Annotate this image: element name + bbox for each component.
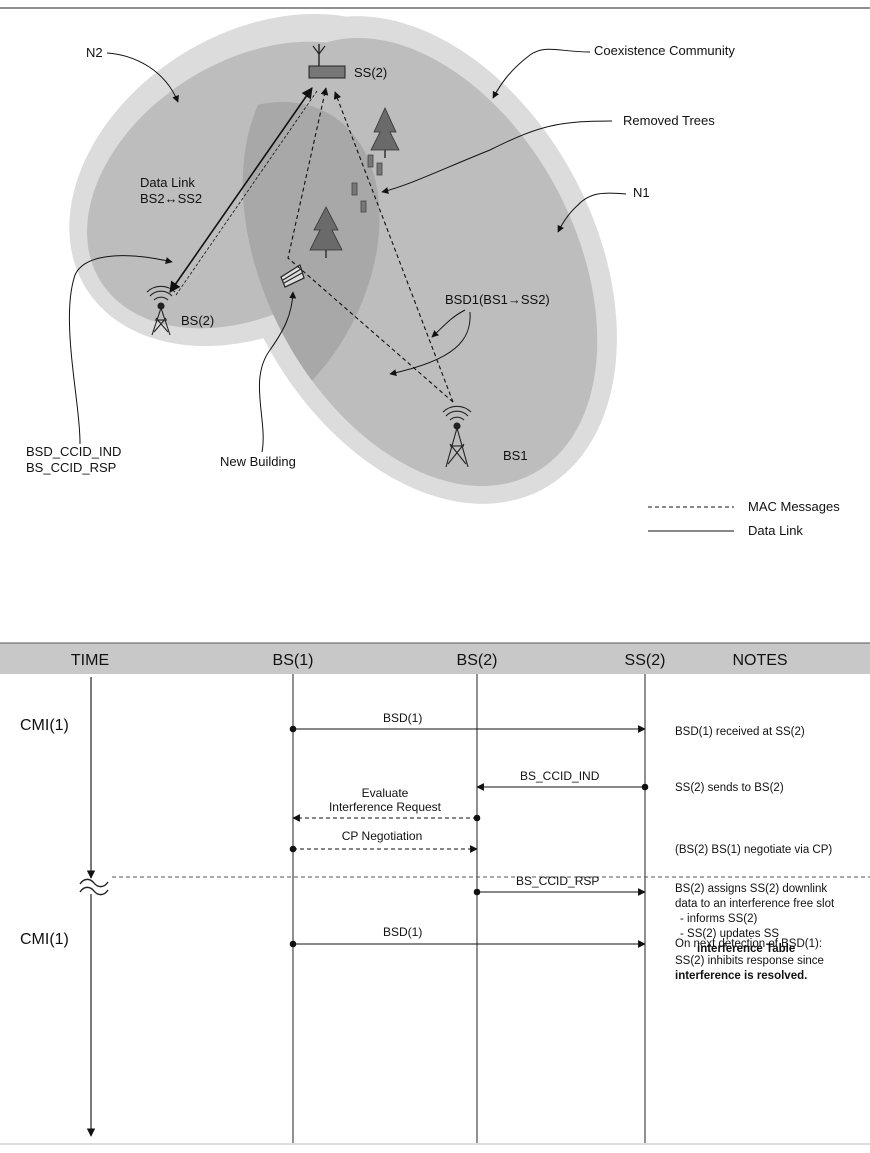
- bs2-tower-icon: [146, 285, 176, 336]
- note-5-line-1: On next detection of BSD(1):: [675, 938, 822, 950]
- coexistence-pointer: [492, 48, 591, 99]
- legend-data-link: Data Link: [748, 523, 803, 538]
- cmi-label-second: CMI(1): [20, 931, 69, 948]
- message-bs-ccid-rsp: BS_CCID_RSP: [473, 874, 646, 896]
- sequence-diagram: TIME BS(1) BS(2) SS(2) NOTES CMI(1) CMI(…: [0, 642, 870, 1145]
- data-link-arrow: [169, 87, 318, 296]
- note-4-line-1: BS(2) assigns SS(2) downlink: [675, 883, 827, 895]
- message-bs-ccid-ind-label: BS_CCID_IND: [520, 769, 600, 783]
- removed-trees-pointer: [381, 120, 613, 194]
- legend: MAC Messages Data Link: [648, 499, 840, 538]
- data-link-sublabel: BS2↔SS2: [140, 191, 202, 206]
- note-4-line-4: - SS(2) updates SS: [680, 928, 779, 940]
- ss2-terminal-icon: [308, 44, 346, 79]
- note-3: (BS(2) BS(1) negotiate via CP): [675, 844, 832, 856]
- note-5-line-3: interference is resolved.: [675, 970, 807, 982]
- header-ss2: SS(2): [625, 652, 666, 669]
- message-cp-negotiation-label: CP Negotiation: [342, 829, 423, 843]
- n2-pointer: [106, 52, 179, 103]
- note-5-line-2: SS(2) inhibits response since: [675, 955, 824, 967]
- notes-column: BSD(1) received at SS(2) SS(2) sends to …: [675, 726, 835, 982]
- note-4-line-5: interference Table: [697, 943, 795, 955]
- data-link-label: Data Link: [140, 175, 195, 190]
- message-interference-request-label: Interference Request: [329, 800, 442, 814]
- header-bs2: BS(2): [457, 652, 498, 669]
- ss2-label: SS(2): [354, 65, 387, 80]
- note-1: BSD(1) received at SS(2): [675, 726, 805, 738]
- header-bs1: BS(1): [273, 652, 314, 669]
- bs1-label: BS1: [503, 448, 528, 463]
- message-bs-ccid-rsp-label: BS_CCID_RSP: [516, 874, 599, 888]
- n1-pointer: [557, 192, 627, 233]
- time-axis: [79, 677, 109, 1137]
- message-bsd1-second-label: BSD(1): [383, 925, 422, 939]
- message-evaluate-label: Evaluate: [362, 786, 409, 800]
- tree-icon: [309, 206, 343, 258]
- new-building-pointer: [258, 291, 297, 453]
- mac-message-paths: [287, 87, 454, 403]
- message-evaluate-interference: Evaluate Interference Request: [292, 786, 481, 822]
- removed-trees-label: Removed Trees: [623, 113, 715, 128]
- new-building-label: New Building: [220, 454, 296, 469]
- note-2: SS(2) sends to BS(2): [675, 782, 784, 794]
- message-cp-negotiation: CP Negotiation: [289, 829, 478, 853]
- message-bs-ccid-ind: BS_CCID_IND: [476, 769, 649, 791]
- removed-trees-stumps: [351, 154, 383, 213]
- message-bsd1-first: BSD(1): [289, 711, 646, 733]
- bs-ccid-rsp-label: BS_CCID_RSP: [26, 460, 116, 475]
- n1-label: N1: [633, 185, 650, 200]
- note-4-line-2: data to an interference free slot: [675, 898, 835, 910]
- n2-label: N2: [86, 45, 103, 60]
- bsd-ccid-ind-label: BSD_CCID_IND: [26, 444, 121, 459]
- bs1-tower-icon: [442, 405, 472, 468]
- note-4-line-3: - informs SS(2): [680, 913, 757, 925]
- sequence-header-band: [0, 643, 870, 674]
- header-notes: NOTES: [732, 652, 787, 669]
- bsd-ccid-pointer: [68, 255, 173, 445]
- bsd1-pointer-a: [431, 309, 466, 338]
- coexistence-community-label: Coexistence Community: [594, 43, 735, 58]
- bsd1-label: BSD1(BS1→SS2): [445, 292, 550, 307]
- message-bsd1-first-label: BSD(1): [383, 711, 422, 725]
- legend-mac-messages: MAC Messages: [748, 499, 840, 514]
- message-bsd1-second: BSD(1): [289, 925, 646, 948]
- cmi-label-first: CMI(1): [20, 717, 69, 734]
- header-time: TIME: [71, 652, 109, 669]
- network-diagram: SS(2) BS(2) BS1: [26, 14, 735, 504]
- tree-icon: [370, 107, 400, 158]
- bs2-label: BS(2): [181, 313, 214, 328]
- bsd1-pointer-b: [389, 311, 471, 377]
